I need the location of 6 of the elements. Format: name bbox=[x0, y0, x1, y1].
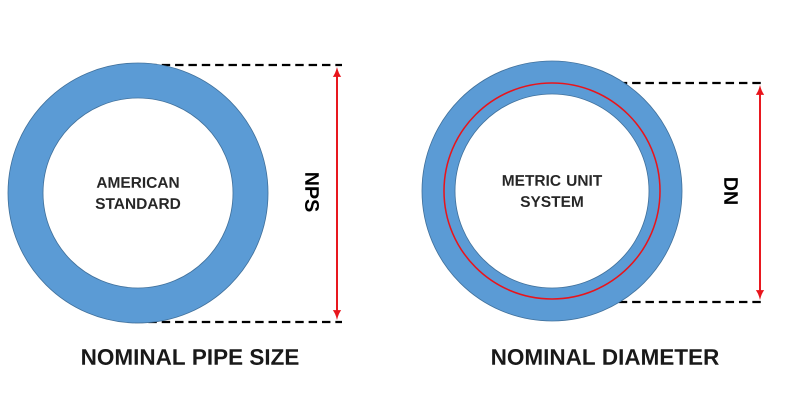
dimension-label: NPS bbox=[305, 173, 319, 212]
dimension-label: DN bbox=[724, 178, 738, 204]
node-label: NOMINAL DIAMETER bbox=[492, 349, 719, 365]
pipe-ring: AMERICAN STANDARD bbox=[8, 62, 268, 324]
node-label: NOMINAL PIPE SIZE bbox=[82, 349, 298, 365]
pipe-ring: METRIC UNIT SYSTEM bbox=[422, 60, 682, 322]
